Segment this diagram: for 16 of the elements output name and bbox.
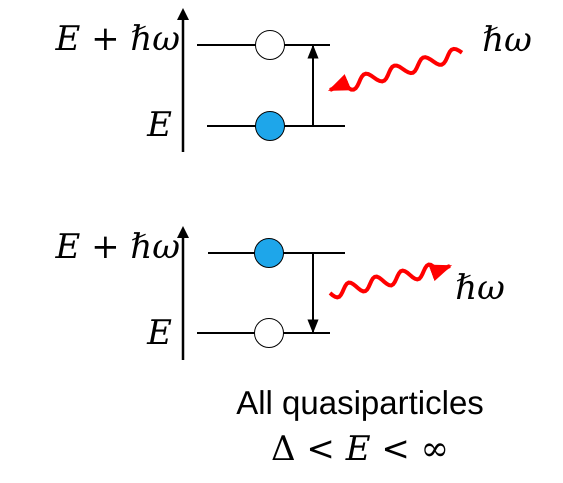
photon-energy-label: ℏω [462,18,552,62]
energy-label: Δ < E < ∞ [270,432,450,466]
photon-arrow [328,46,464,92]
caption-text: All quasiparticles [235,386,485,419]
empty-state-circle [255,30,285,60]
energy-label: E [146,316,172,350]
occupied-state-circle [254,238,284,268]
transition-arrow [307,44,319,125]
transition-arrow [307,254,319,334]
photon-arrow [328,262,452,300]
energy-label: E + ℏω [54,230,180,264]
energy-label: E [146,108,172,142]
empty-state-circle [254,318,284,348]
occupied-state-circle [255,111,285,141]
photon-energy-label: ℏω [438,266,522,310]
energy-label: E + ℏω [54,22,180,56]
